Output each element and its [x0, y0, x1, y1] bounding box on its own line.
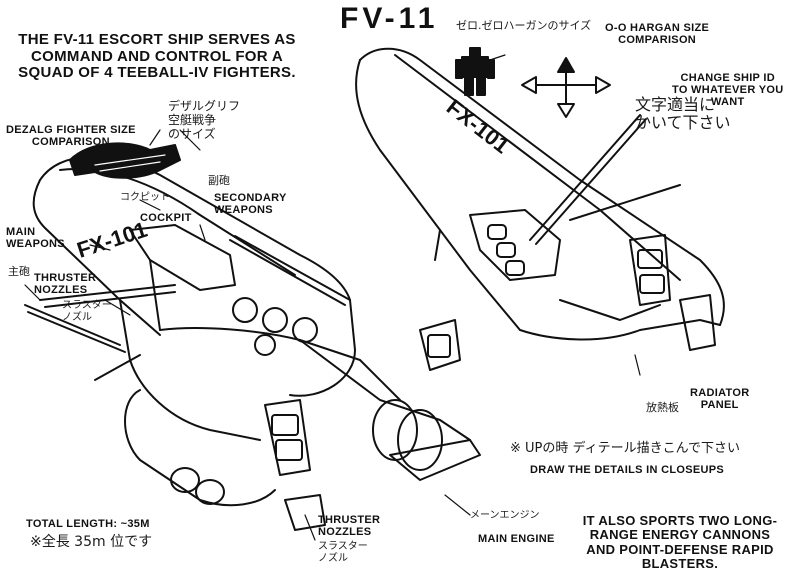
change-id-jp: 文字適当に かいて下さい [635, 95, 731, 133]
thruster-jp-bottom: スラスター ノズル [318, 541, 368, 564]
hargan-jp: ゼロ.ゼロハーガンのサイズ [456, 19, 592, 32]
main-engine-jp: メーンエンジン [470, 510, 540, 521]
thruster-nozzles-label-bottom: THRUSTER NOZZLES [318, 514, 381, 539]
main-weapons-label: MAIN WEAPONS [6, 226, 65, 251]
change-id-label: CHANGE SHIP ID TO WHATEVER YOU WANT [672, 72, 784, 109]
direction-arrows [521, 57, 611, 118]
hargan-label: O-O HARGAN SIZE COMPARISON [605, 22, 710, 47]
energy-cannons-note: IT ALSO SPORTS TWO LONG- RANGE ENERGY CA… [582, 513, 778, 571]
radiator-jp: 放熱板 [646, 401, 679, 414]
right-ship-drawing [355, 47, 725, 351]
details-jp: ※ UPの時 ディテール描きこんで下さい [510, 441, 740, 456]
cockpit-jp: コクピット [120, 192, 170, 203]
page-title: FV-11 [340, 2, 439, 35]
length-jp: ※全長 35m 位です [30, 534, 153, 550]
secondary-jp: 副砲 [208, 174, 230, 187]
main-weapons-jp: 主砲 [8, 265, 30, 278]
thruster-jp-left: スラスター ノズル [62, 300, 112, 323]
cockpit-label: COCKPIT [140, 212, 192, 224]
radiator-panel-label: RADIATOR PANEL [690, 387, 750, 412]
draw-details-label: DRAW THE DETAILS IN CLOSEUPS [530, 464, 724, 476]
intro-text: THE FV-11 ESCORT SHIP SERVES AS COMMAND … [18, 31, 296, 81]
dezalg-label: DEZALG FIGHTER SIZE COMPARISON [6, 124, 136, 149]
hargan-robot-silhouette [455, 47, 495, 96]
left-ship-drawing [24, 155, 481, 531]
leader-lines [24, 54, 641, 541]
dezalg-jp: デザルグリフ 空艇戦争 のサイズ [168, 99, 241, 141]
main-engine-label: MAIN ENGINE [478, 533, 555, 545]
total-length-label: TOTAL LENGTH: ~35M [26, 518, 150, 530]
dezalg-silhouette [69, 142, 181, 179]
thruster-nozzles-label-left: THRUSTER NOZZLES [34, 272, 97, 297]
secondary-weapons-label: SECONDARY WEAPONS [214, 192, 287, 217]
ship-id-left: FX-101 [74, 217, 150, 263]
